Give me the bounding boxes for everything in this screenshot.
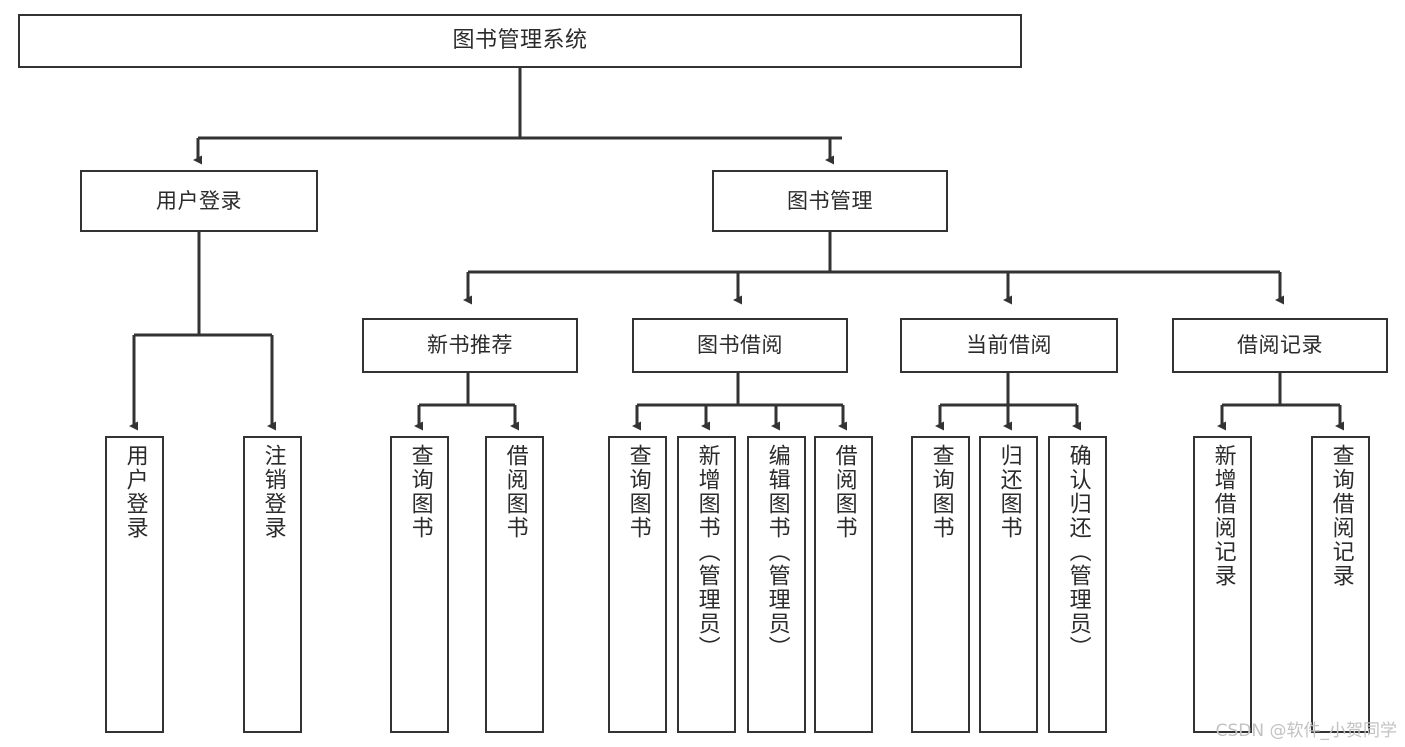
node-label: 用户登录	[122, 444, 148, 540]
node-leaf-confirm-return[interactable]: 确认归还（管理员）	[1048, 436, 1107, 733]
node-leaf-edit-book[interactable]: 编辑图书（管理员）	[747, 436, 806, 733]
node-leaf-user-login[interactable]: 用户登录	[105, 436, 164, 733]
node-leaf-add-book[interactable]: 新增图书（管理员）	[677, 436, 736, 733]
node-label: 查询图书	[625, 444, 651, 540]
node-borrow-record[interactable]: 借阅记录	[1172, 318, 1388, 373]
node-label: 注销登录	[260, 444, 286, 540]
node-book-borrow[interactable]: 图书借阅	[632, 318, 848, 373]
node-label: 用户登录	[156, 188, 242, 213]
node-leaf-borrow-book-1[interactable]: 借阅图书	[485, 436, 544, 733]
node-label: 图书借阅	[697, 333, 783, 358]
node-current-borrow[interactable]: 当前借阅	[900, 318, 1118, 373]
node-label: 查询图书	[407, 444, 433, 540]
node-label: 图书管理	[787, 188, 873, 213]
node-label: 借阅图书	[502, 444, 528, 540]
node-leaf-query-book-1[interactable]: 查询图书	[390, 436, 449, 733]
node-root-book-management-system[interactable]: 图书管理系统	[18, 14, 1022, 68]
node-label: 当前借阅	[966, 333, 1052, 358]
node-leaf-query-book-2[interactable]: 查询图书	[608, 436, 667, 733]
node-new-book-recommend[interactable]: 新书推荐	[362, 318, 578, 373]
node-label: 编辑图书（管理员）	[764, 444, 790, 660]
node-label: 新书推荐	[427, 333, 513, 358]
node-leaf-query-borrow-record[interactable]: 查询借阅记录	[1311, 436, 1370, 733]
node-label: 确认归还（管理员）	[1065, 444, 1091, 660]
node-leaf-borrow-book-2[interactable]: 借阅图书	[814, 436, 873, 733]
node-leaf-query-book-3[interactable]: 查询图书	[911, 436, 970, 733]
node-label: 查询借阅记录	[1328, 444, 1354, 588]
node-user-login[interactable]: 用户登录	[80, 170, 318, 232]
node-leaf-return-book[interactable]: 归还图书	[979, 436, 1038, 733]
node-label: 归还图书	[996, 444, 1022, 540]
node-leaf-add-borrow-record[interactable]: 新增借阅记录	[1193, 436, 1252, 733]
node-label: 借阅记录	[1237, 333, 1323, 358]
node-label: 新增图书（管理员）	[694, 444, 720, 660]
csdn-watermark: CSDN @软件_小贺同学	[1215, 721, 1397, 741]
node-label: 图书管理系统	[452, 28, 588, 54]
node-label: 查询图书	[928, 444, 954, 540]
node-label: 新增借阅记录	[1210, 444, 1236, 588]
node-book-management[interactable]: 图书管理	[712, 170, 948, 232]
node-label: 借阅图书	[831, 444, 857, 540]
node-leaf-logout-login[interactable]: 注销登录	[243, 436, 302, 733]
